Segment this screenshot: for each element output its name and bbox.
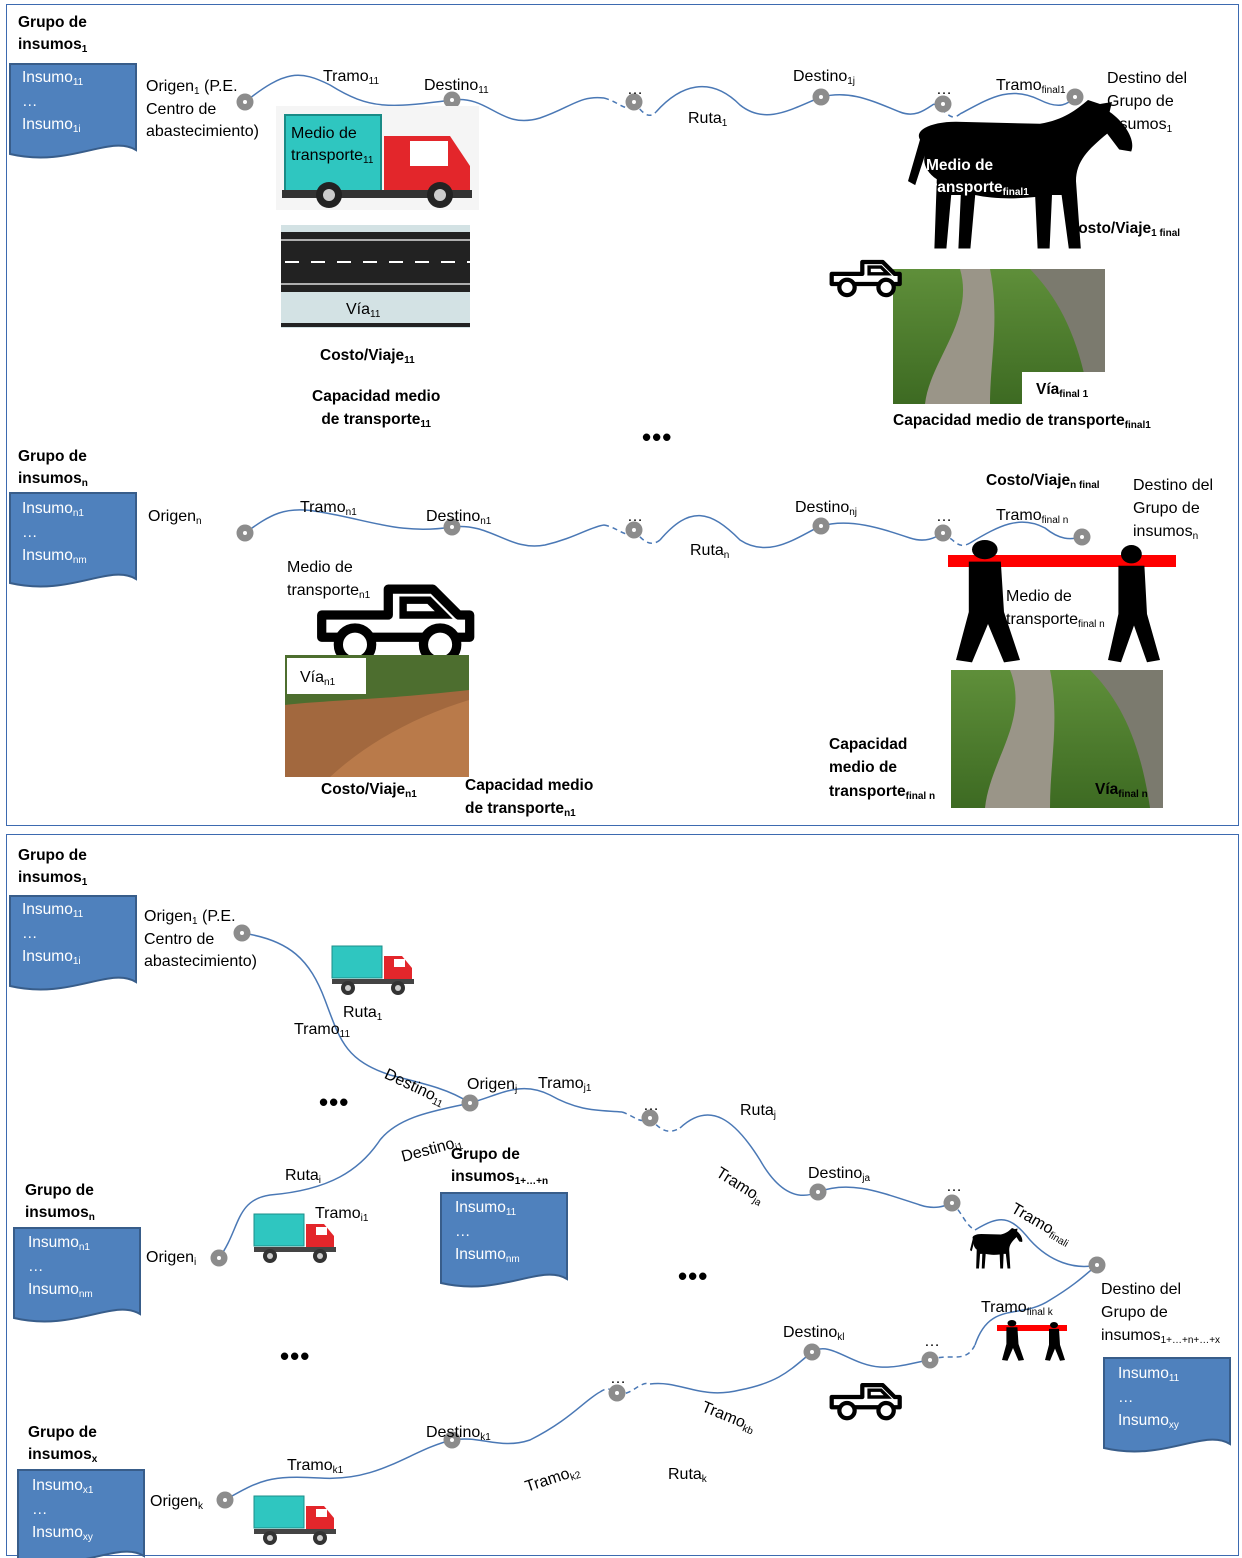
ruta-label: Ruta1 xyxy=(343,1004,383,1023)
top-panel xyxy=(6,4,1239,826)
tramo-label: Tramo11 xyxy=(294,1021,351,1040)
continuation-dots: ••• xyxy=(678,1261,709,1291)
tramo-label: Tramoi1 xyxy=(315,1205,369,1224)
box-truck-icon xyxy=(276,106,479,210)
ruta-label: Rutak xyxy=(668,1466,707,1485)
route-node-icon xyxy=(236,524,254,542)
ellipsis-label: … xyxy=(936,508,952,525)
tramo-label: Tramok1 xyxy=(287,1457,344,1476)
origin-label: Origenn xyxy=(148,508,202,527)
destino-label: Destinoja xyxy=(808,1165,871,1184)
destino-label: Destinon1 xyxy=(426,508,492,527)
tramo-label: Tramofinal k xyxy=(981,1299,1053,1318)
ellipsis-label: … xyxy=(627,81,643,98)
road-label: Vían1 xyxy=(300,669,336,688)
dirt-road-photo-icon xyxy=(285,655,469,777)
ruta-label: Rutai xyxy=(285,1167,322,1186)
tramo-label: Tramon1 xyxy=(300,499,357,518)
capacity-label: Capacidad medio de transportefinal1 xyxy=(893,412,1151,431)
origin-label: Origenk xyxy=(150,1493,204,1512)
group-items: Insumox1 … Insumoxy xyxy=(32,1477,94,1544)
group-items: Insumo11 … Insumonm xyxy=(455,1199,520,1266)
ellipsis-label: … xyxy=(610,1370,626,1387)
destino-label: Destinonj xyxy=(795,499,858,518)
destino-label: Destino1j xyxy=(793,68,856,87)
pickup-truck-icon xyxy=(832,1385,900,1418)
continuation-dots: ••• xyxy=(642,422,673,452)
cost-label: Costo/Viaje11 xyxy=(320,347,415,366)
ruta-label: Ruta1 xyxy=(688,110,728,129)
road-asphalt-icon xyxy=(281,225,470,328)
cost-label: Costo/Viajen final xyxy=(986,472,1100,491)
cost-label: Costo/Viaje1 final xyxy=(1067,220,1181,239)
route-node-icon xyxy=(216,1491,234,1509)
bottom-panel xyxy=(6,834,1239,1556)
route-node-icon xyxy=(803,1343,821,1361)
ellipsis-label: … xyxy=(627,508,643,525)
route-node-icon xyxy=(921,1351,939,1369)
route-node-icon xyxy=(1088,1256,1106,1274)
tramo-label: Tramo11 xyxy=(323,68,380,87)
route-node-icon xyxy=(812,88,830,106)
ruta-label: Rutaj xyxy=(740,1102,777,1121)
origin-label: Origeni xyxy=(146,1249,197,1268)
route-node-icon xyxy=(210,1249,228,1267)
road-label: Víafinal n xyxy=(1095,781,1148,800)
ellipsis-label: … xyxy=(924,1333,940,1350)
group-items: Insumo11 … Insumo1i xyxy=(22,69,84,136)
box-truck-icon xyxy=(331,945,415,996)
continuation-dots: ••• xyxy=(319,1087,350,1117)
donkey-icon xyxy=(970,1228,1023,1269)
continuation-dots: ••• xyxy=(280,1341,311,1371)
cost-label: Costo/Viajen1 xyxy=(321,781,417,800)
porters-carrying-pole-icon xyxy=(948,540,1176,663)
footpath-photo-icon xyxy=(951,670,1163,808)
road-label: Víafinal 1 xyxy=(1036,381,1089,400)
destino-label: Destinokl xyxy=(783,1324,845,1343)
route-node-icon xyxy=(1073,528,1091,546)
tramo-label: Tramofinal1 xyxy=(996,77,1066,96)
group-items: Insumo11 … Insumo1i xyxy=(22,901,84,968)
footpath-photo-icon xyxy=(893,269,1105,404)
ellipsis-label: … xyxy=(936,81,952,98)
ellipsis-label: … xyxy=(643,1097,659,1114)
group-items: Insumo11 … Insumoxy xyxy=(1118,1365,1180,1432)
tramo-label: Tramofinal n xyxy=(996,507,1069,526)
porters-carrying-pole-icon xyxy=(997,1320,1067,1361)
road-label: Vía11 xyxy=(346,301,381,320)
group-items: Insumon1 … Insumonm xyxy=(28,1234,93,1301)
tramo-label: Tramoj1 xyxy=(538,1075,592,1094)
destino-label: Destinok1 xyxy=(426,1424,491,1443)
origin-label: Origenj xyxy=(467,1076,518,1095)
group-items: Insumon1 … Insumonm xyxy=(22,500,87,567)
box-truck-icon xyxy=(253,1495,337,1546)
route-node-icon xyxy=(1066,88,1084,106)
ellipsis-label: … xyxy=(946,1178,962,1195)
destino-label: Destino11 xyxy=(424,77,489,96)
ruta-label: Rutan xyxy=(690,542,730,561)
pickup-truck-icon xyxy=(832,262,900,295)
